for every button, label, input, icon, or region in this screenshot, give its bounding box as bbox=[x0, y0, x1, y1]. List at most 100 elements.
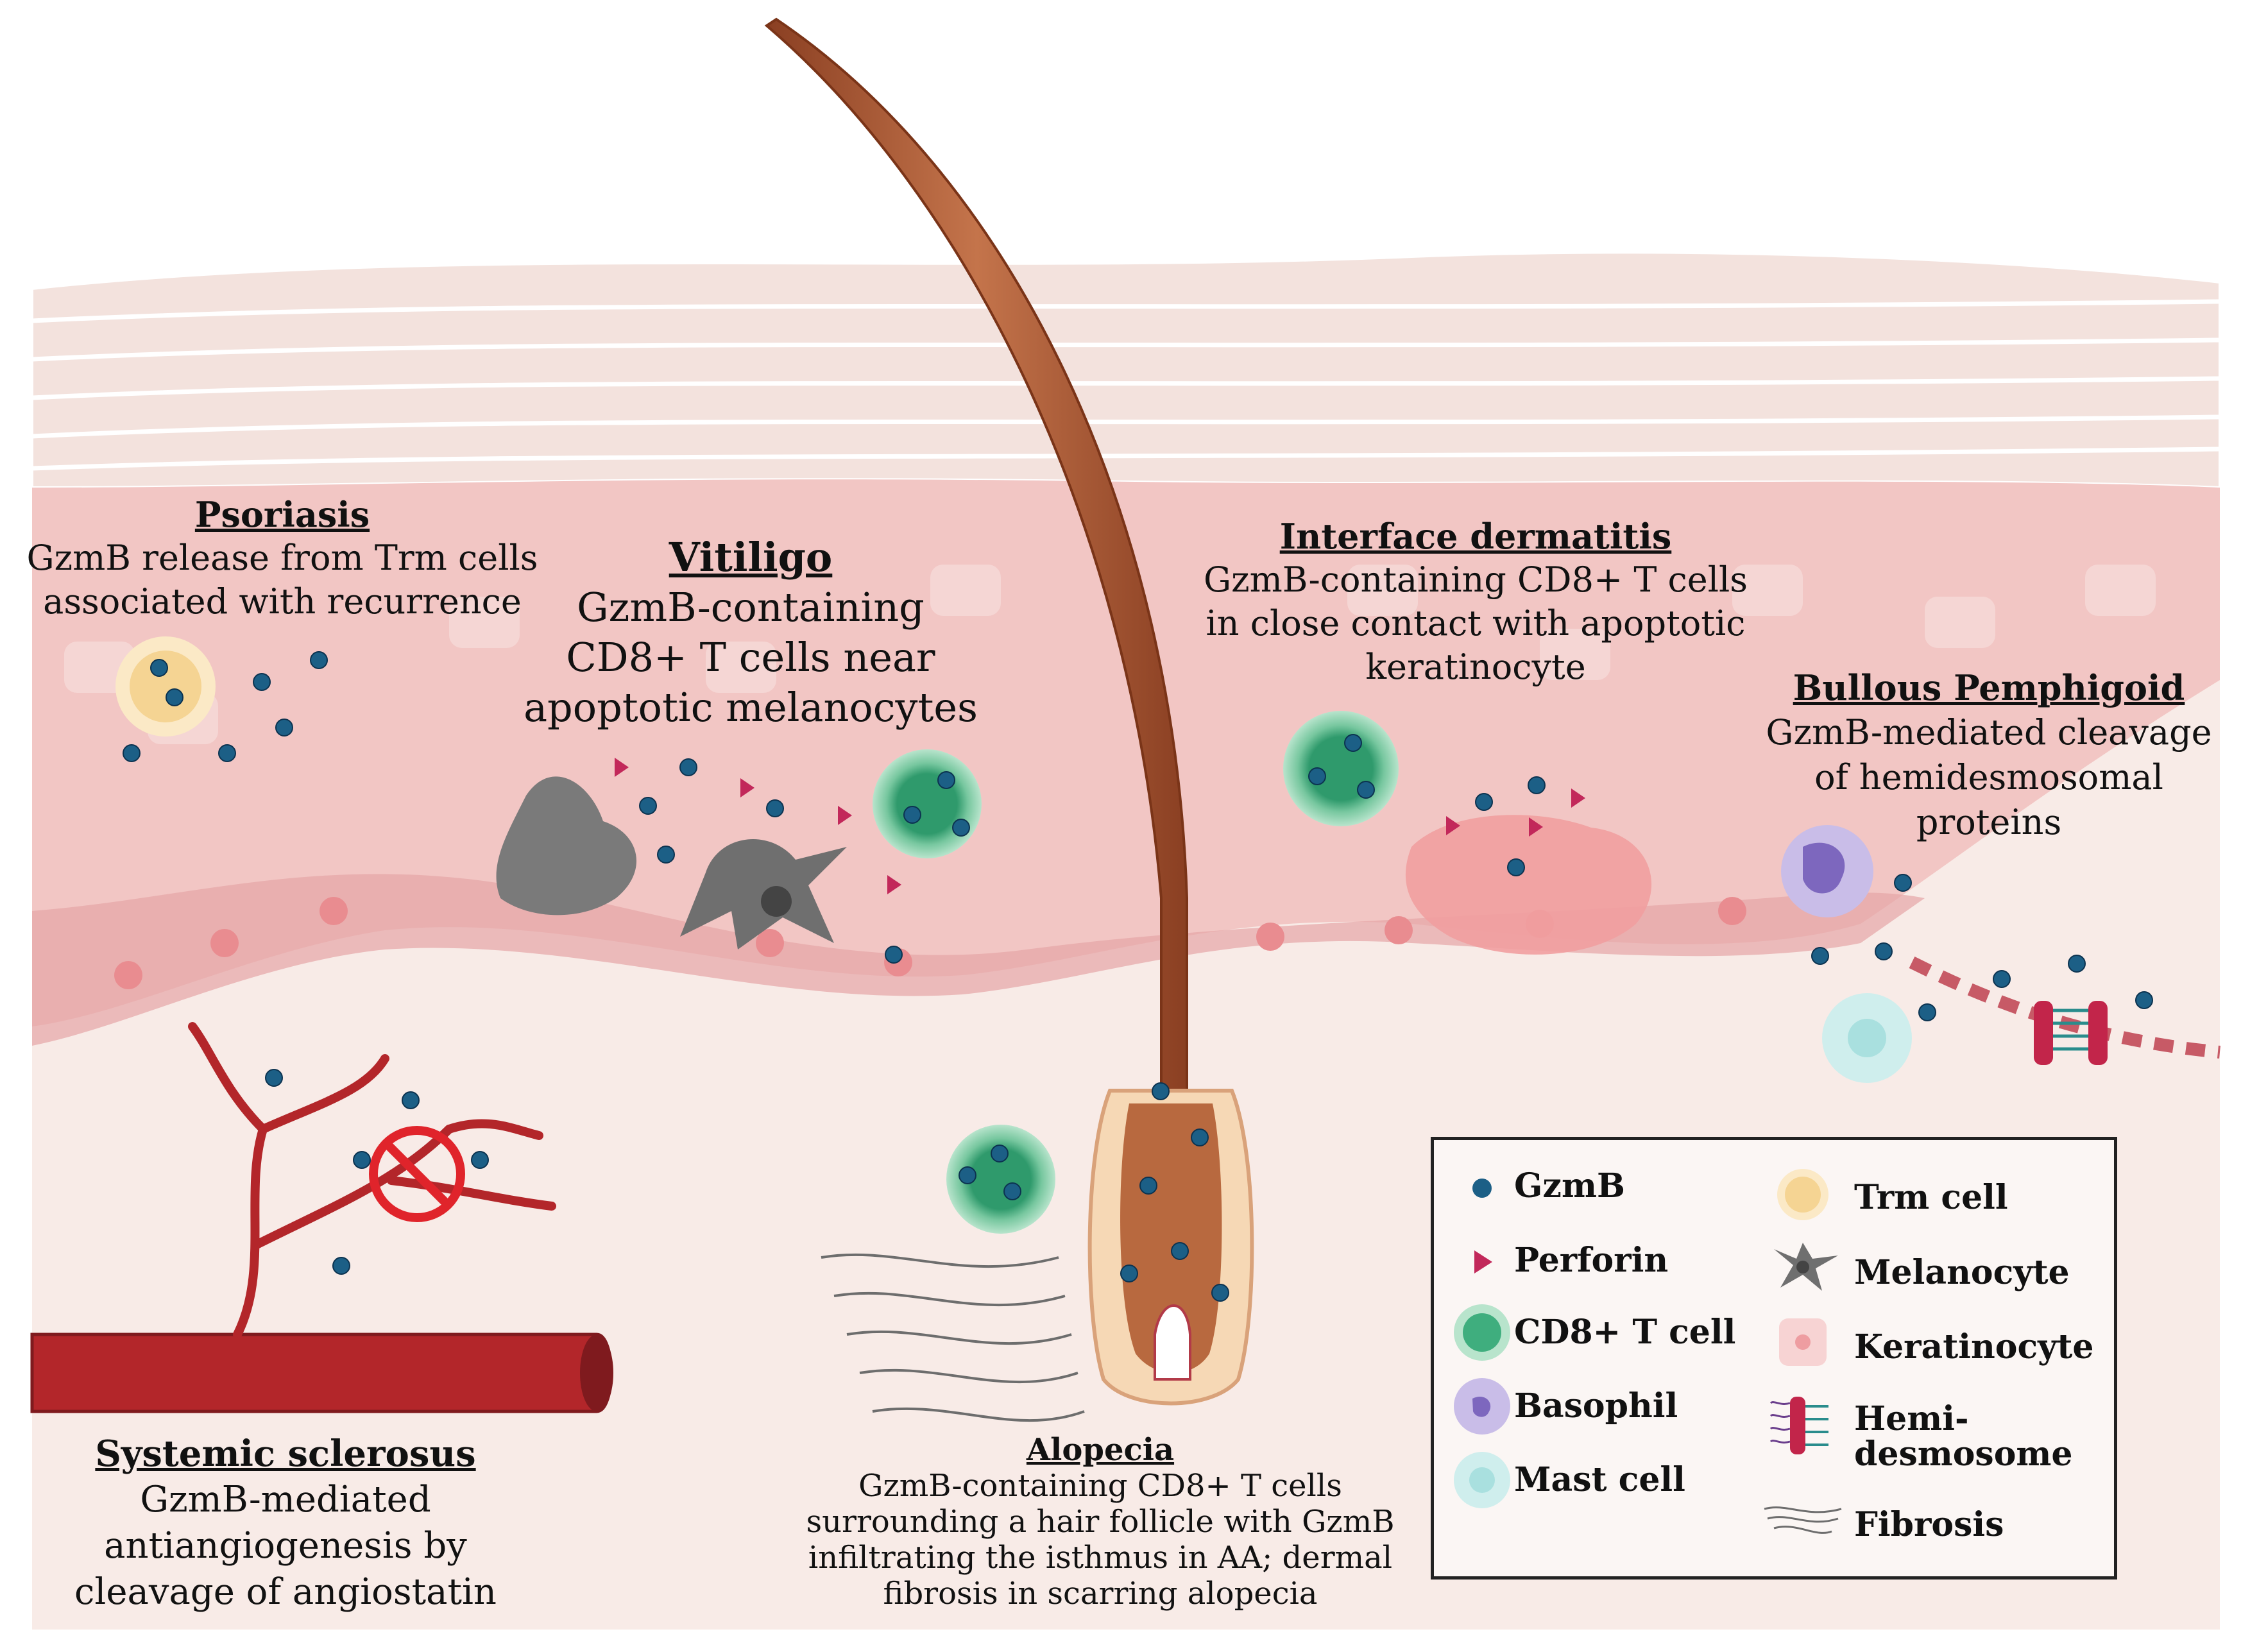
gzmb-dot bbox=[253, 673, 271, 691]
cd8-t-cell-icon bbox=[1454, 1304, 1510, 1361]
melanocyte bbox=[680, 839, 847, 949]
perforin-molecules bbox=[615, 758, 1585, 894]
systemic-sclerosus-desc: antiangiogenesis by bbox=[104, 1525, 467, 1567]
alopecia-desc: surrounding a hair follicle with GzmB bbox=[806, 1504, 1395, 1540]
gzmb-dot bbox=[310, 651, 328, 669]
legend: GzmB Perforin CD8+ T cell Basophil Mast … bbox=[1431, 1137, 2117, 1580]
gzmb-dot bbox=[1003, 1182, 1021, 1200]
hemidesmosome bbox=[2034, 1001, 2108, 1065]
interface-dermatitis-title: Interface dermatitis bbox=[1279, 516, 1672, 557]
gzmb-dot bbox=[150, 659, 168, 677]
basal-nuclei bbox=[114, 897, 1746, 989]
trm-cell-icon bbox=[1777, 1169, 1828, 1220]
gzmb-dot bbox=[275, 719, 293, 737]
gzmb-dot bbox=[937, 771, 955, 789]
vitiligo-title: Vitiligo bbox=[669, 534, 833, 581]
fibrosis-strands bbox=[821, 1253, 1085, 1422]
hemidesmosome-icon bbox=[1769, 1397, 1828, 1454]
gzmb-dot bbox=[766, 799, 784, 817]
psoriasis-desc: associated with recurrence bbox=[43, 581, 522, 622]
fibrosis-icon bbox=[1764, 1506, 1842, 1534]
hair-bulb bbox=[1120, 1103, 1222, 1373]
interface-dermatitis-label: Interface dermatitis GzmB-containing CD8… bbox=[1187, 515, 1764, 689]
perforin-triangle bbox=[887, 875, 901, 894]
interface-dermatitis-desc: GzmB-containing CD8+ T cells bbox=[1204, 559, 1748, 600]
gzmb-dot bbox=[265, 1069, 283, 1087]
legend-mast-label: Mast cell bbox=[1514, 1460, 1685, 1499]
gzmb-dot bbox=[2135, 991, 2153, 1009]
cd8-t-cell-alopecia bbox=[946, 1125, 1055, 1234]
gzmb-dot bbox=[332, 1257, 350, 1275]
vitiligo-desc: GzmB-containing bbox=[577, 584, 925, 631]
alopecia-title: Alopecia bbox=[1026, 1432, 1175, 1468]
legend-hemidesmosome-label-1: Hemi- bbox=[1854, 1399, 1969, 1438]
gzmb-dot bbox=[1811, 947, 1829, 965]
corneum-lines bbox=[31, 299, 2220, 471]
legend-perforin-label: Perforin bbox=[1514, 1241, 1669, 1280]
mast-cell-icon bbox=[1454, 1452, 1510, 1508]
gzmb-dot bbox=[657, 846, 675, 864]
gzmb-dot bbox=[402, 1091, 420, 1109]
bullous-pemphigoid-title: Bullous Pemphigoid bbox=[1793, 667, 2185, 708]
bullous-pemphigoid-label: Bullous Pemphigoid GzmB-mediated cleavag… bbox=[1758, 665, 2220, 845]
gzmb-dot bbox=[1211, 1284, 1229, 1302]
perforin-triangle bbox=[838, 806, 852, 825]
perforin-triangle bbox=[740, 778, 754, 797]
bullous-pemphigoid-desc: of hemidesmosomal bbox=[1814, 757, 2163, 797]
bullous-pemphigoid-desc: proteins bbox=[1916, 802, 2062, 842]
legend-basophil-label: Basophil bbox=[1514, 1386, 1678, 1426]
blood-vessel bbox=[30, 1333, 613, 1413]
gzmb-dot bbox=[123, 744, 141, 762]
psoriasis-label: Psoriasis GzmB release from Trm cells as… bbox=[26, 493, 539, 624]
legend-fibrosis-label: Fibrosis bbox=[1854, 1505, 2004, 1544]
vitiligo-desc: apoptotic melanocytes bbox=[524, 684, 978, 731]
gzmb-dot bbox=[885, 946, 903, 964]
perforin-triangle bbox=[1571, 788, 1585, 808]
gzmb-dot bbox=[1139, 1177, 1157, 1195]
legend-keratinocyte-label: Keratinocyte bbox=[1854, 1327, 2094, 1367]
gzmb-dot bbox=[1875, 942, 1893, 960]
gzmb-dot bbox=[166, 688, 183, 706]
gzmb-dot bbox=[903, 806, 921, 824]
cd8-t-cell-vitiligo bbox=[873, 749, 982, 858]
alopecia-desc: GzmB-containing CD8+ T cells bbox=[858, 1468, 1342, 1504]
psoriasis-title: Psoriasis bbox=[194, 494, 370, 535]
apoptotic-keratinocyte bbox=[1405, 815, 1652, 955]
cd8-t-cell-interface bbox=[1283, 711, 1399, 826]
gzmb-dot bbox=[1120, 1265, 1138, 1282]
vitiligo-label: Vitiligo GzmB-containing CD8+ T cells ne… bbox=[520, 532, 982, 733]
mast-cell bbox=[1822, 993, 1912, 1083]
perforin-triangle bbox=[1446, 816, 1460, 835]
gzmb-dot bbox=[959, 1166, 976, 1184]
gzmb-dot bbox=[1507, 858, 1525, 876]
alopecia-label: Alopecia GzmB-containing CD8+ T cells su… bbox=[796, 1432, 1405, 1612]
melanocyte-icon bbox=[1774, 1243, 1838, 1291]
gzmb-dot bbox=[1191, 1128, 1209, 1146]
perforin-triangle bbox=[615, 758, 629, 777]
gzmb-dot bbox=[952, 819, 970, 837]
gzmb-dot bbox=[1344, 734, 1362, 752]
gzmb-dot bbox=[353, 1151, 371, 1169]
gzmb-dot-icon bbox=[1472, 1179, 1492, 1198]
basophil-icon bbox=[1454, 1378, 1510, 1435]
gzmb-dot bbox=[1152, 1082, 1170, 1100]
apoptotic-melanocyte bbox=[496, 776, 637, 915]
perforin-triangle-icon bbox=[1474, 1250, 1492, 1273]
interface-dermatitis-desc: in close contact with apoptotic bbox=[1206, 603, 1746, 643]
legend-hemidesmosome-label-2: desmosome bbox=[1854, 1435, 2073, 1474]
systemic-sclerosus-label: Systemic sclerosus GzmB-mediated antiang… bbox=[45, 1431, 526, 1615]
prohibition-icon bbox=[369, 1126, 465, 1222]
legend-trm-label: Trm cell bbox=[1854, 1178, 2008, 1217]
vessel-opening bbox=[580, 1334, 613, 1411]
vitiligo-desc: CD8+ T cells near bbox=[566, 634, 935, 681]
gzmb-dot bbox=[991, 1145, 1009, 1162]
gzmb-dot bbox=[639, 797, 657, 815]
gzmb-dot bbox=[471, 1151, 489, 1169]
gzmb-dot bbox=[2068, 955, 2086, 973]
gzmb-dot bbox=[1528, 776, 1546, 794]
keratinocyte-icon bbox=[1779, 1318, 1827, 1366]
systemic-sclerosus-desc: cleavage of angiostatin bbox=[74, 1571, 497, 1613]
gzmb-dot bbox=[1894, 874, 1912, 892]
gzmb-dot bbox=[679, 758, 697, 776]
